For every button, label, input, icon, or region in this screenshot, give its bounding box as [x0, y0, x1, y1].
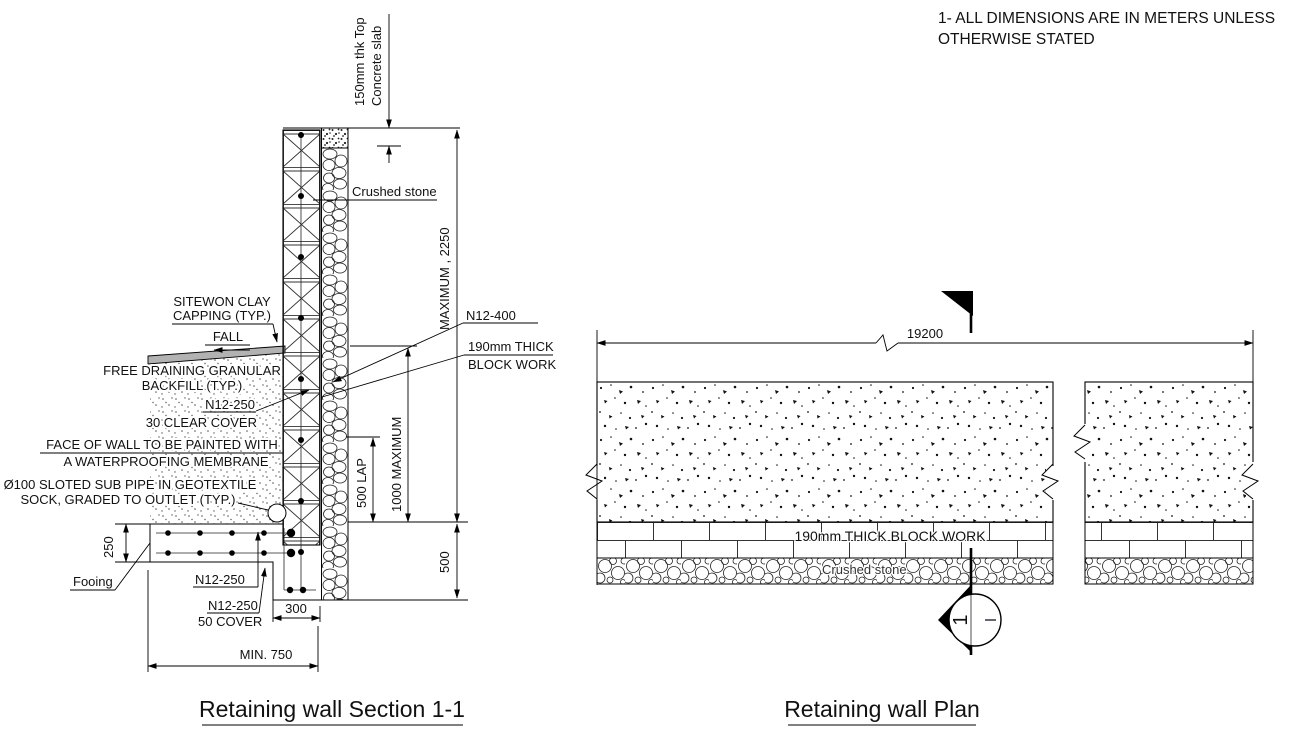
- section-marker-number: 1: [950, 614, 972, 625]
- dim-maximum-2250-text: MAXIMUM , 2250: [437, 227, 452, 330]
- dim-300-toe: 300: [272, 565, 321, 622]
- label-slab-line1: 150mm thk Top: [352, 17, 367, 106]
- pipe-leader: [237, 502, 269, 511]
- label-fall: FALL: [213, 329, 243, 344]
- label-footing-bar-top: N12-250: [195, 572, 245, 587]
- label-n12-400: N12-400: [466, 308, 516, 323]
- granular-backfill-area: [150, 352, 283, 524]
- dim-500-lap: 500 LAP: [346, 436, 380, 523]
- plan-title: Retaining wall Plan: [784, 696, 980, 722]
- dim-1000-maximum-text: 1000 MAXIMUM: [389, 417, 404, 512]
- section-title: Retaining wall Section 1-1: [199, 696, 465, 722]
- label-membrane-line2: A WATERPROOFING MEMBRANE: [63, 454, 268, 469]
- plan-blockwork-right: [1084, 521, 1254, 559]
- dim-min-750: MIN. 750: [147, 570, 319, 672]
- label-wall-bars-line1: N12-250: [205, 397, 255, 412]
- blockwork-leader: [321, 354, 465, 398]
- slab-edge-block: [321, 127, 349, 149]
- label-footing-bar-bot-line2: 50 COVER: [198, 614, 262, 629]
- note-line-1: 1- ALL DIMENSIONS ARE IN METERS UNLESS: [938, 10, 1275, 27]
- label-slab-line2: Concrete slab: [369, 26, 384, 106]
- label-clay-line1: SITEWON CLAY: [173, 294, 271, 309]
- plan-stone-band-left: [596, 557, 1054, 585]
- dim-250-text: 250: [101, 536, 116, 558]
- dim-500-embed: 500: [437, 523, 460, 599]
- dim-19200: 19200: [596, 326, 1254, 585]
- crushed-stone-column: [321, 147, 349, 601]
- dim-19200-text: 19200: [907, 326, 943, 341]
- dim-500-embed-text: 500: [437, 551, 452, 573]
- plan-concrete-left: [596, 381, 1054, 523]
- dim-250-footing: 250: [101, 523, 150, 563]
- label-pipe-line1: Ø100 SLOTED SUB PIPE IN GEOTEXTILE: [4, 477, 257, 492]
- wall-rebar-dots: [298, 132, 304, 555]
- section-cut-top-flag: [941, 291, 973, 333]
- section-marker-bubble: [948, 593, 1002, 647]
- clay-leader: [272, 323, 278, 343]
- sub-pipe-circle: [267, 503, 287, 523]
- plan-blockwork-label: 190mm THICK BLOCK WORK: [794, 528, 986, 544]
- wall-bars-leader: [255, 389, 310, 412]
- label-membrane-line1: FACE OF WALL TO BE PAINTED WITH: [46, 437, 278, 452]
- retaining-wall-section: SITEWON CLAY CAPPING (TYP.) FALL FREE DR…: [2, 14, 556, 726]
- label-clay-line2: CAPPING (TYP.): [173, 308, 271, 323]
- dim-500-lap-text: 500 LAP: [354, 458, 369, 508]
- general-note: 1- ALL DIMENSIONS ARE IN METERS UNLESS O…: [938, 10, 1275, 48]
- footing-leader: [114, 542, 151, 591]
- plan-crushed-stone-label: Crushed stone: [822, 562, 907, 577]
- n12-400-leader: [332, 322, 464, 383]
- label-backfill-line1: FREE DRAINING GRANULAR: [103, 363, 281, 378]
- label-footing: Fooing: [73, 574, 113, 589]
- note-line-2: OTHERWISE STATED: [938, 31, 1095, 48]
- section-cut-bottom-marker: 1: [938, 548, 1002, 655]
- label-wall-bars-line2: 30 CLEAR COVER: [146, 415, 257, 430]
- footing-rebar: [156, 528, 316, 594]
- blockwork-wall: [282, 129, 321, 546]
- dim-maximum-2250: MAXIMUM , 2250: [437, 129, 460, 523]
- footing-bar-bot-leader: [258, 567, 267, 614]
- dim-300-text: 300: [285, 601, 307, 616]
- label-blockwork-line2: BLOCK WORK: [468, 357, 556, 372]
- slab-dimension: 150mm thk Top Concrete slab: [352, 14, 401, 163]
- dim-min-750-text: MIN. 750: [240, 647, 293, 662]
- plan-concrete-right: [1084, 381, 1254, 523]
- label-backfill-line2: BACKFILL (TYP.): [142, 378, 242, 393]
- dim-1000-maximum: 1000 MAXIMUM: [350, 345, 417, 523]
- label-blockwork-line1: 190mm THICK: [468, 339, 554, 354]
- label-footing-bar-bot-line1: N12-250: [208, 598, 258, 613]
- retaining-wall-plan: 190mm THICK BLOCK WORK Crushed stone 192…: [585, 291, 1260, 726]
- label-crushed-stone-section: Crushed stone: [352, 184, 437, 199]
- label-pipe-line2: SOCK, GRADED TO OUTLET (TYP.): [20, 492, 235, 507]
- plan-stone-band-right: [1084, 557, 1254, 585]
